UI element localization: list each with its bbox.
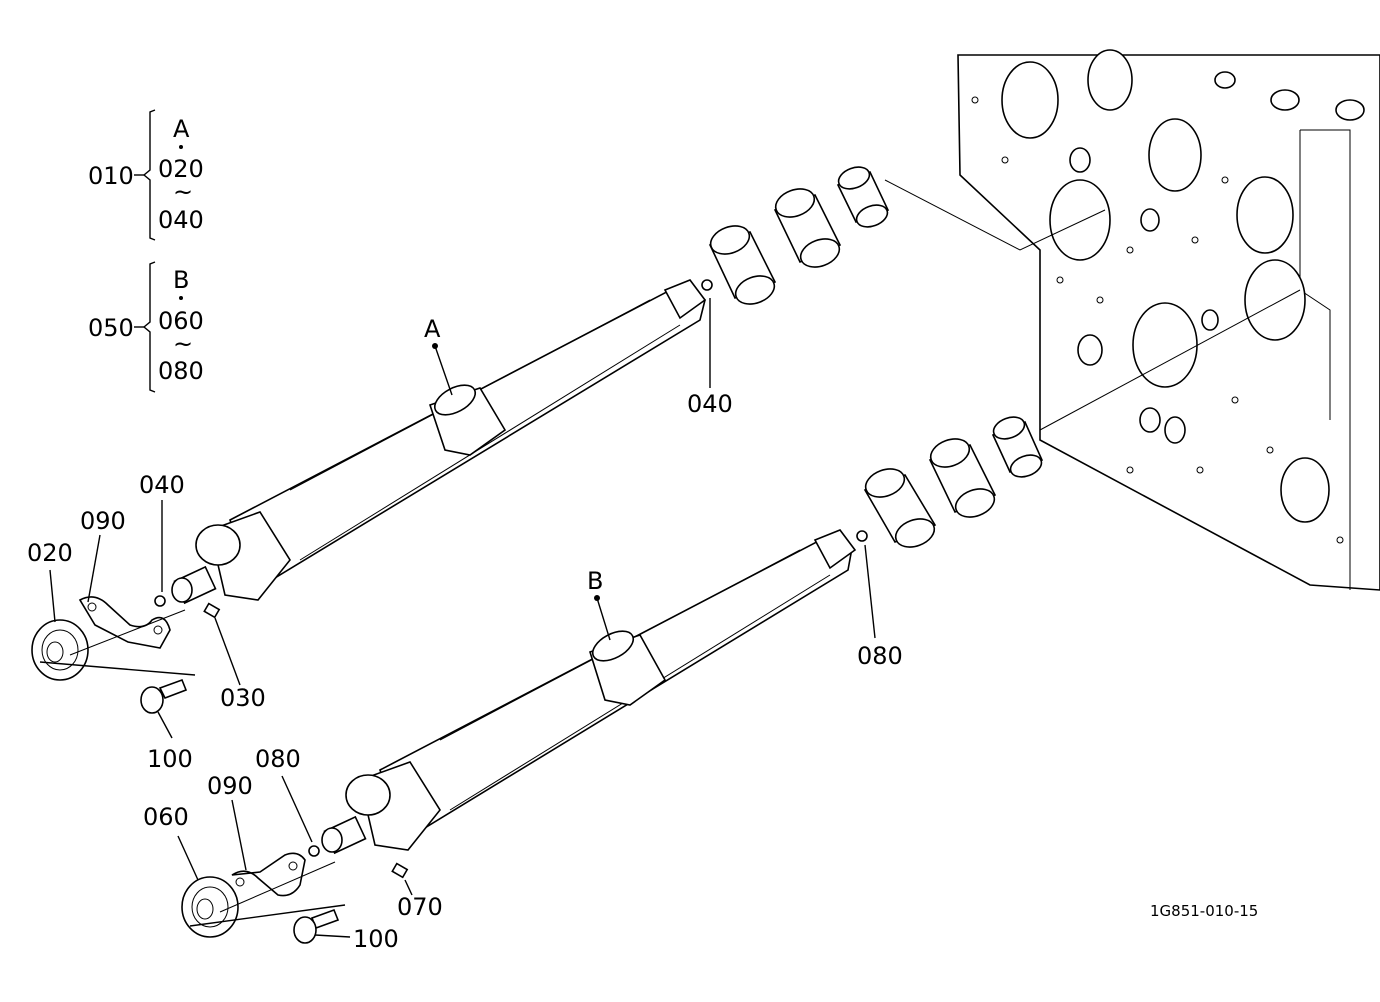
callout-060: 060 (143, 803, 189, 831)
callout-040-left: 040 (139, 471, 185, 499)
gear-060 (181, 876, 239, 938)
callout-070: 070 (397, 893, 443, 921)
callout-020: 020 (27, 539, 73, 567)
callout-090-lower: 090 (207, 772, 253, 800)
legend-a-letter: A (173, 115, 190, 143)
legend-b-from: 060 (158, 307, 204, 335)
drawing-code: 1G851-010-15 (1150, 902, 1258, 920)
legend-a-from: 020 (158, 155, 204, 183)
callout-labels: A B 040 040 090 020 030 100 080 080 090 … (27, 315, 1258, 953)
legend-b-dot (179, 296, 183, 300)
bolt-100-lower (293, 908, 340, 944)
plate-090-lower (231, 852, 306, 897)
legend-b-to: 080 (158, 357, 204, 385)
key-070 (391, 862, 409, 879)
callout-030: 030 (220, 684, 266, 712)
bushings-b (856, 416, 1044, 548)
callout-100-top: 100 (147, 745, 193, 773)
legend-b-tilde: ~ (173, 330, 193, 358)
balancer-shaft-a (171, 279, 707, 605)
callout-shaft-a: A (424, 315, 441, 343)
balancer-shaft-b (321, 529, 857, 855)
gear-020 (31, 619, 89, 681)
engine-block (957, 49, 1380, 591)
legend-a-tilde: ~ (173, 178, 193, 206)
legend-group-b: 050 B 060 ~ 080 (88, 261, 204, 393)
bushings-a (701, 166, 890, 305)
legend-a-dot (179, 145, 183, 149)
key-030 (203, 602, 221, 619)
legend-b-number: 050 (88, 314, 134, 342)
axis-line-a (884, 179, 1106, 251)
ball-080-lower (308, 845, 320, 857)
legend-a-to: 040 (158, 206, 204, 234)
legend-group-a: 010 A 020 ~ 040 (88, 109, 204, 241)
ball-040-upper (154, 595, 166, 607)
callout-040-top: 040 (687, 390, 733, 418)
callout-090-top: 090 (80, 507, 126, 535)
callout-shaft-b: B (587, 567, 603, 595)
bolt-100-upper (140, 678, 188, 714)
axis-line-b (1039, 289, 1301, 431)
callout-080-lower: 080 (255, 745, 301, 773)
legend-b-letter: B (173, 266, 189, 294)
legend-a-number: 010 (88, 162, 134, 190)
callout-080-right: 080 (857, 642, 903, 670)
leader-lines (39, 298, 876, 938)
callout-100-lower: 100 (353, 925, 399, 953)
